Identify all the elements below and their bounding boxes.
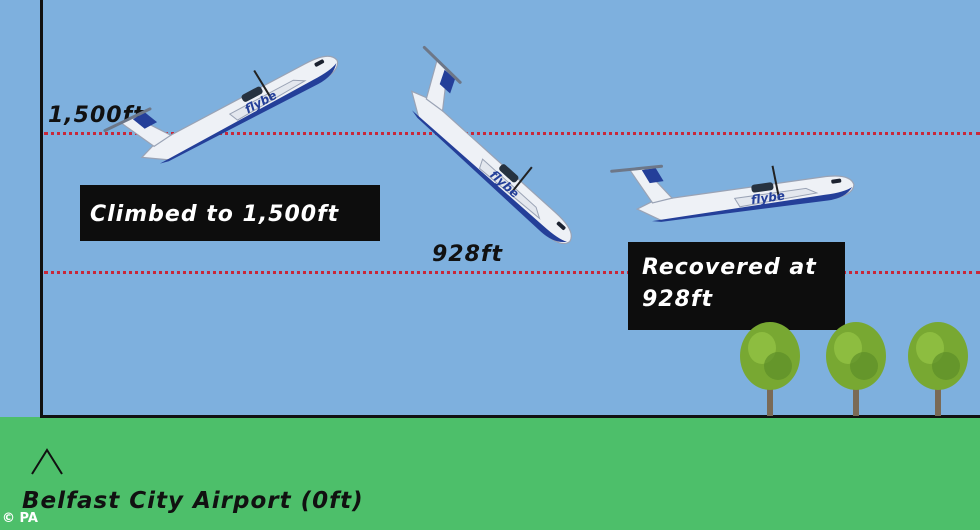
reference-line-928ft	[44, 271, 980, 274]
altitude-axis	[40, 0, 43, 418]
tree-icon	[908, 322, 968, 416]
callout-recovered-line1: Recovered at	[642, 255, 817, 280]
ground	[0, 417, 980, 530]
reference-line-1500ft	[44, 132, 980, 135]
callout-recovered: Recovered at 928ft	[628, 242, 845, 330]
plane-livery-text: flybe	[750, 188, 786, 207]
photo-credit: © PA	[2, 511, 38, 526]
ground-axis	[40, 415, 980, 418]
callout-climbed: Climbed to 1,500ft	[80, 185, 380, 241]
callout-recovered-line2: 928ft	[642, 287, 714, 312]
tree-icon	[826, 322, 886, 416]
tree-icon	[740, 322, 800, 416]
caret-up-icon	[31, 448, 63, 475]
altitude-label-low: 928ft	[432, 242, 504, 267]
airport-label: Belfast City Airport (0ft)	[22, 488, 364, 514]
